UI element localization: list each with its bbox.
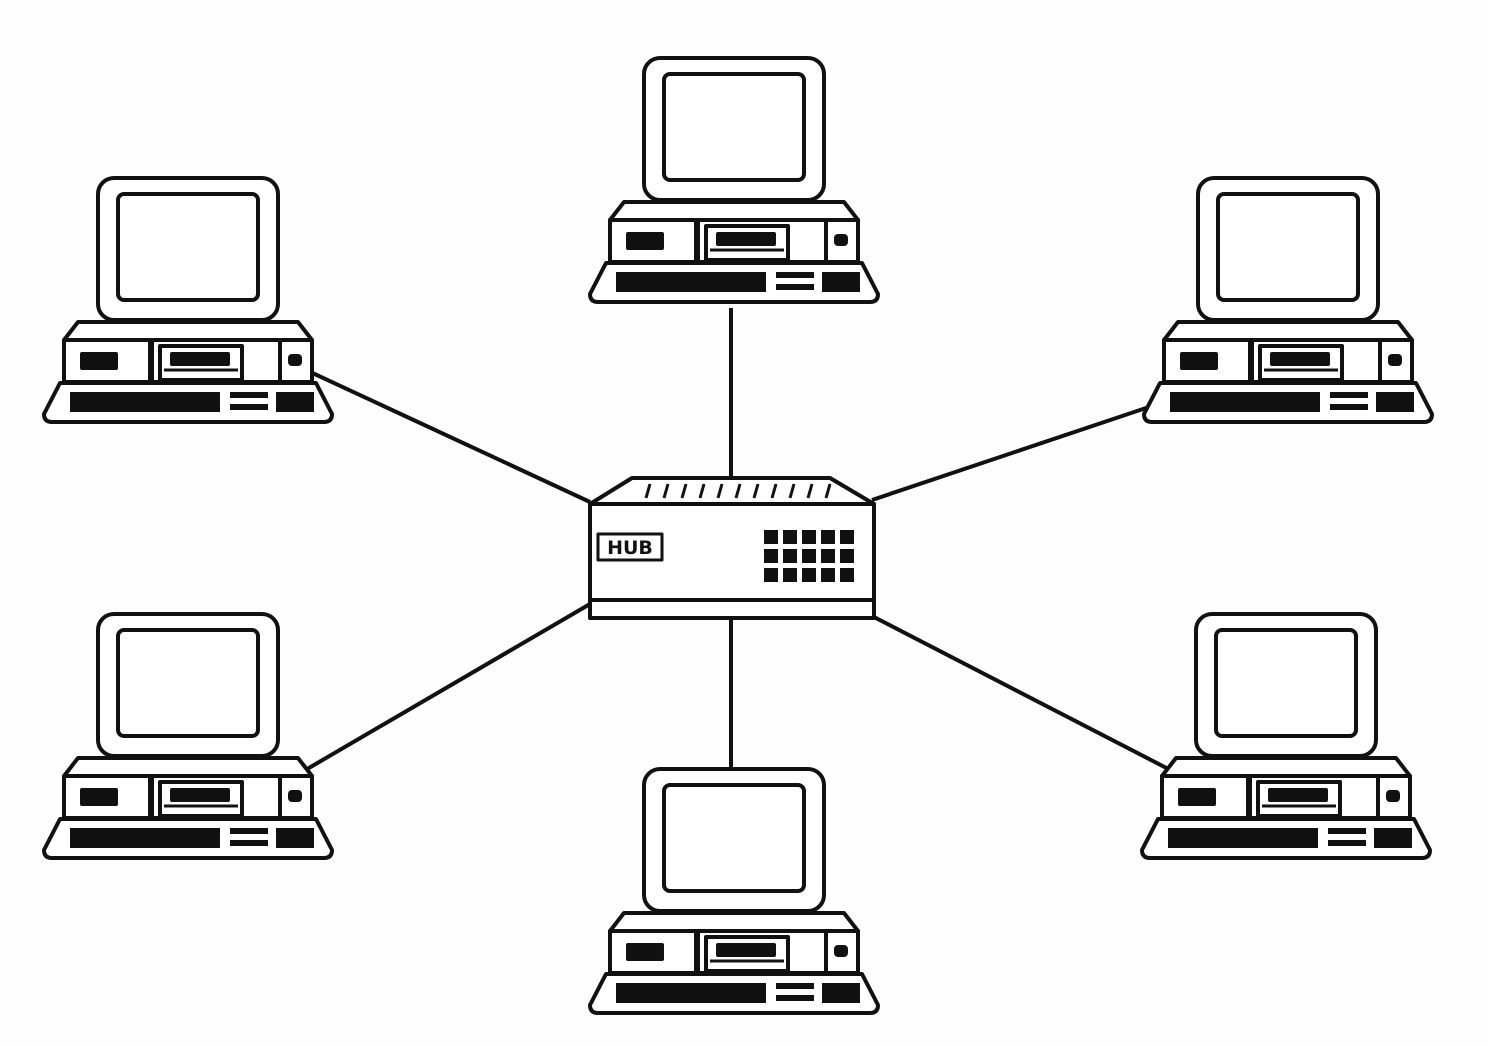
hub-vent — [662, 483, 670, 499]
hub-port — [764, 549, 778, 563]
hub-vent — [788, 483, 796, 499]
computer-top-left — [42, 176, 334, 424]
hub-port — [821, 568, 835, 582]
hub-base — [588, 598, 876, 620]
network-hub: HUB — [588, 476, 876, 620]
hub-port — [821, 530, 835, 544]
hub-label-box — [596, 532, 664, 562]
hub-vent — [770, 483, 778, 499]
hub-vent — [680, 483, 688, 499]
computer-top-center — [588, 56, 880, 304]
hub-vent — [644, 483, 652, 499]
computer-top-right — [1142, 176, 1434, 424]
hub-vent — [698, 483, 706, 499]
hub-port — [783, 568, 797, 582]
hub-port — [783, 549, 797, 563]
hub-top-face — [588, 476, 876, 506]
hub-port — [821, 549, 835, 563]
hub-label: HUB — [607, 537, 653, 559]
hub-port — [802, 568, 816, 582]
hub-ports — [764, 530, 854, 582]
hub-vent — [752, 483, 760, 499]
hub-vents — [644, 483, 832, 499]
hub-vent — [824, 483, 832, 499]
hub-port — [840, 549, 854, 563]
hub-port — [802, 530, 816, 544]
hub-port — [783, 530, 797, 544]
hub-port — [840, 530, 854, 544]
computer-bottom-right — [1140, 612, 1432, 860]
network-links — [300, 308, 1181, 777]
link-bottom-right — [871, 614, 1181, 777]
hub-vent — [716, 483, 724, 499]
hub-port — [764, 530, 778, 544]
hub-vent — [734, 483, 742, 499]
hub-port — [764, 568, 778, 582]
link-top-left — [305, 368, 591, 504]
hub-vent — [806, 483, 814, 499]
computer-bottom-center — [588, 767, 880, 1015]
computer-bottom-left — [42, 612, 334, 860]
hub-port — [802, 549, 816, 563]
link-bottom-left — [300, 602, 592, 774]
link-top-right — [871, 404, 1153, 502]
hub-port — [840, 568, 854, 582]
